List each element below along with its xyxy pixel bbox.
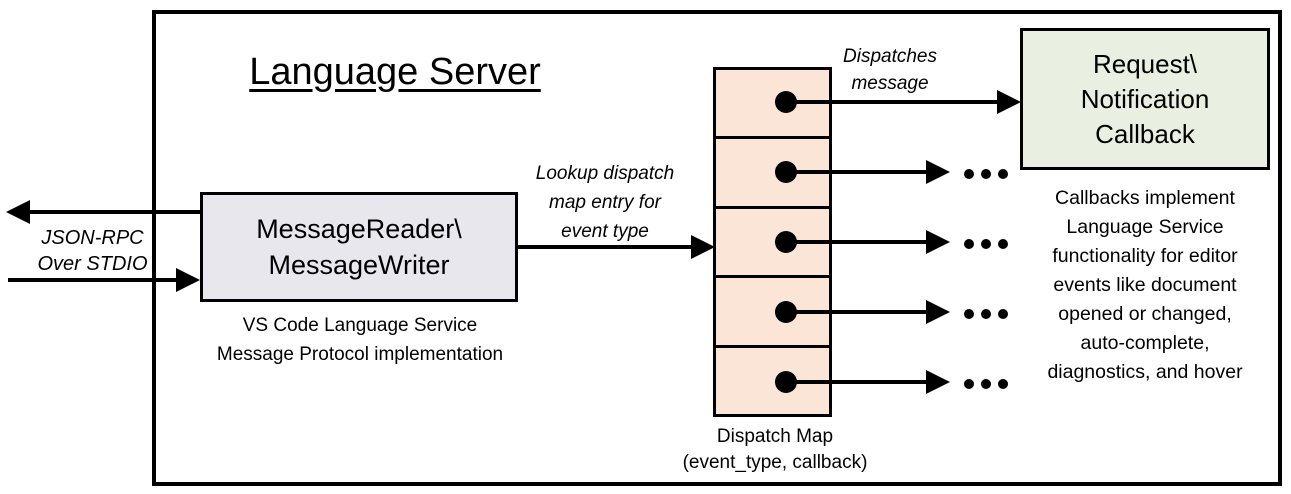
lookup-label-line-2: map entry for	[549, 192, 661, 213]
message-box-line-1: MessageReader\	[256, 214, 462, 244]
callback-box-line-1: Request\	[1092, 48, 1198, 79]
callbacks-note-line-4: events like document	[1053, 274, 1237, 296]
json-rpc-stdio-label: JSON-RPC Over STDIO	[20, 225, 165, 277]
lookup-dispatch-label: Lookup dispatch map entry for event type	[505, 159, 705, 246]
dispatch-label-line-2: message	[851, 73, 929, 94]
lookup-label-line-1: Lookup dispatch	[535, 163, 675, 184]
message-caption-line-2: Message Protocol implementation	[216, 344, 504, 365]
diagram-title-text: Language Server	[249, 51, 541, 93]
callbacks-note-line-7: diagnostics, and hover	[1047, 361, 1243, 383]
dispatch-caption-line-2: (event_type, callback)	[682, 452, 868, 473]
callbacks-note-line-1: Callbacks implement	[1055, 187, 1235, 209]
callbacks-note: Callbacks implement Language Service fun…	[1010, 184, 1280, 387]
io-label-line-1: JSON-RPC	[41, 227, 144, 249]
dispatches-message-label: Dispatches message	[805, 43, 975, 97]
request-notification-callback-box: Request\ Notification Callback	[1020, 28, 1270, 170]
dispatch-caption-line-1: Dispatch Map	[716, 426, 834, 447]
callbacks-note-line-6: auto-complete,	[1080, 332, 1210, 354]
dispatch-map-cell	[716, 136, 829, 205]
message-caption-line-1: VS Code Language Service	[242, 315, 478, 336]
callback-box-line-3: Callback	[1095, 118, 1195, 149]
io-label-line-2: Over STDIO	[37, 253, 148, 275]
callbacks-note-line-2: Language Service	[1066, 216, 1224, 238]
callbacks-note-line-5: opened or changed,	[1058, 303, 1232, 325]
callback-box-line-2: Notification	[1080, 83, 1210, 114]
message-reader-writer-box: MessageReader\ MessageWriter	[200, 192, 518, 302]
dispatch-map-cell	[716, 205, 829, 275]
language-server-boundary-box	[152, 10, 1282, 486]
message-box-caption: VS Code Language Service Message Protoco…	[165, 311, 555, 369]
dispatch-map-table	[713, 67, 832, 417]
message-box-line-2: MessageWriter	[268, 250, 450, 280]
dispatch-map-cell	[716, 344, 829, 414]
dispatch-label-line-1: Dispatches	[843, 46, 937, 67]
dispatch-map-caption: Dispatch Map (event_type, callback)	[630, 424, 920, 476]
dispatch-map-cell	[716, 275, 829, 344]
diagram-title: Language Server	[205, 50, 585, 94]
callbacks-note-line-3: functionality for editor	[1052, 245, 1238, 267]
lookup-label-line-3: event type	[561, 221, 649, 242]
